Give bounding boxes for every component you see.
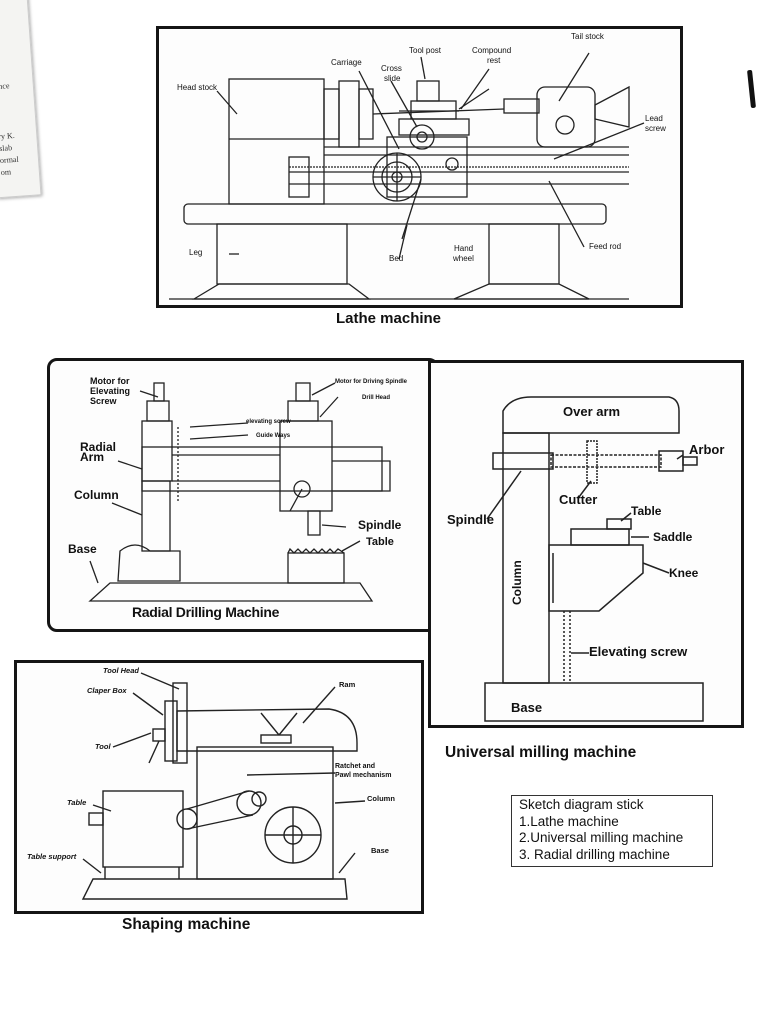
label-feed-rod: Feed rod <box>589 242 622 251</box>
note-heading: Sketch diagram stick <box>519 797 644 812</box>
ink-mark <box>747 69 756 109</box>
note-item: 2.Universal milling machine <box>519 830 684 845</box>
label-saddle: Saddle <box>653 530 693 544</box>
label-motor-elevating-2: Elevating <box>90 386 131 396</box>
note-item: 1.Lathe machine <box>519 813 619 829</box>
radial-drilling-drawing <box>88 382 391 602</box>
label-carriage: Carriage <box>331 58 362 67</box>
label-tool-post: Tool post <box>409 46 442 55</box>
label-radial-arm-2: Arm <box>80 450 105 464</box>
milling-caption: Universal milling machine <box>445 744 637 761</box>
scrap-text: slab <box>0 143 13 154</box>
paper-scrap: ence ry K. slab ormal om <box>0 0 42 199</box>
label-motor-elevating-3: Screw <box>90 396 117 406</box>
radial-caption: Radial Drilling Machine <box>132 604 280 620</box>
label-base: Base <box>68 542 97 556</box>
label-cutter: Cutter <box>559 492 598 507</box>
scrap-text: om <box>0 167 12 177</box>
label-radial-arm: Radial <box>80 440 117 454</box>
label-over-arm: Over arm <box>563 404 621 419</box>
label-bed: Bed <box>389 254 404 263</box>
label-elevating-screw: Elevating screw <box>589 644 688 659</box>
label-cross-slide: Cross <box>381 64 402 73</box>
scrap-text: ormal <box>0 154 19 166</box>
label-compound-rest: Compound <box>472 46 512 55</box>
lathe-panel: Head stock Carriage Cross slide Tool pos… <box>156 26 683 308</box>
label-head-stock: Head stock <box>177 83 218 92</box>
label-hand-wheel-2: wheel <box>453 254 474 263</box>
label-drill-head: Drill Head <box>362 395 391 401</box>
scrap-text: ence <box>0 81 10 92</box>
label-ram: Ram <box>339 680 356 689</box>
label-tool: Tool <box>95 742 111 751</box>
label-motor-spindle: Motor for Driving Spindle <box>335 379 407 385</box>
label-clapper-box: Claper Box <box>87 686 127 695</box>
label-motor-elevating: Motor for <box>90 376 130 386</box>
radial-drilling-panel: Motor for Elevating Screw Motor for Driv… <box>47 358 439 632</box>
label-spindle: Spindle <box>358 518 402 532</box>
shaping-drawing <box>81 672 366 900</box>
label-cross-slide-2: slide <box>384 74 401 83</box>
shaping-caption: Shaping machine <box>122 916 251 933</box>
milling-panel: Over arm Arbor Spindle Cutter Table Sadd… <box>428 360 744 728</box>
scrap-text: ry K. <box>0 130 16 142</box>
label-hand-wheel: Hand <box>454 244 474 253</box>
label-leg: Leg <box>189 248 203 257</box>
label-spindle: Spindle <box>447 512 494 527</box>
label-knee: Knee <box>669 566 699 580</box>
label-base: Base <box>511 700 543 715</box>
milling-drawing <box>484 396 704 722</box>
label-table: Table <box>366 536 394 548</box>
label-tail-stock: Tail stock <box>571 32 604 41</box>
label-lead-screw: Lead <box>645 114 663 123</box>
sketch-note: Sketch diagram stick 1.Lathe machine 2.U… <box>511 795 713 867</box>
label-table-support: Table support <box>27 852 77 861</box>
label-column: Column <box>510 560 524 605</box>
lathe-caption: Lathe machine <box>336 310 442 327</box>
note-item: 3. Radial drilling machine <box>519 846 670 862</box>
label-elevating-screw: elevating screw <box>246 419 291 425</box>
label-compound-rest-2: rest <box>487 56 501 65</box>
label-base: Base <box>371 846 389 855</box>
label-column: Column <box>74 488 119 502</box>
label-tool-head: Tool Head <box>103 666 139 675</box>
shaping-panel: Tool Head Claper Box Tool Ram Ratchet an… <box>14 660 424 914</box>
label-ratchet-2: Pawl mechanism <box>335 772 392 779</box>
label-arbor: Arbor <box>689 442 725 457</box>
label-ratchet: Ratchet and <box>335 763 376 770</box>
lathe-drawing <box>169 52 645 300</box>
label-column: Column <box>367 794 395 803</box>
label-table: Table <box>67 798 87 807</box>
label-lead-screw-2: screw <box>645 124 666 133</box>
label-table: Table <box>631 504 662 518</box>
label-guide-ways: Guide Ways <box>256 433 291 439</box>
